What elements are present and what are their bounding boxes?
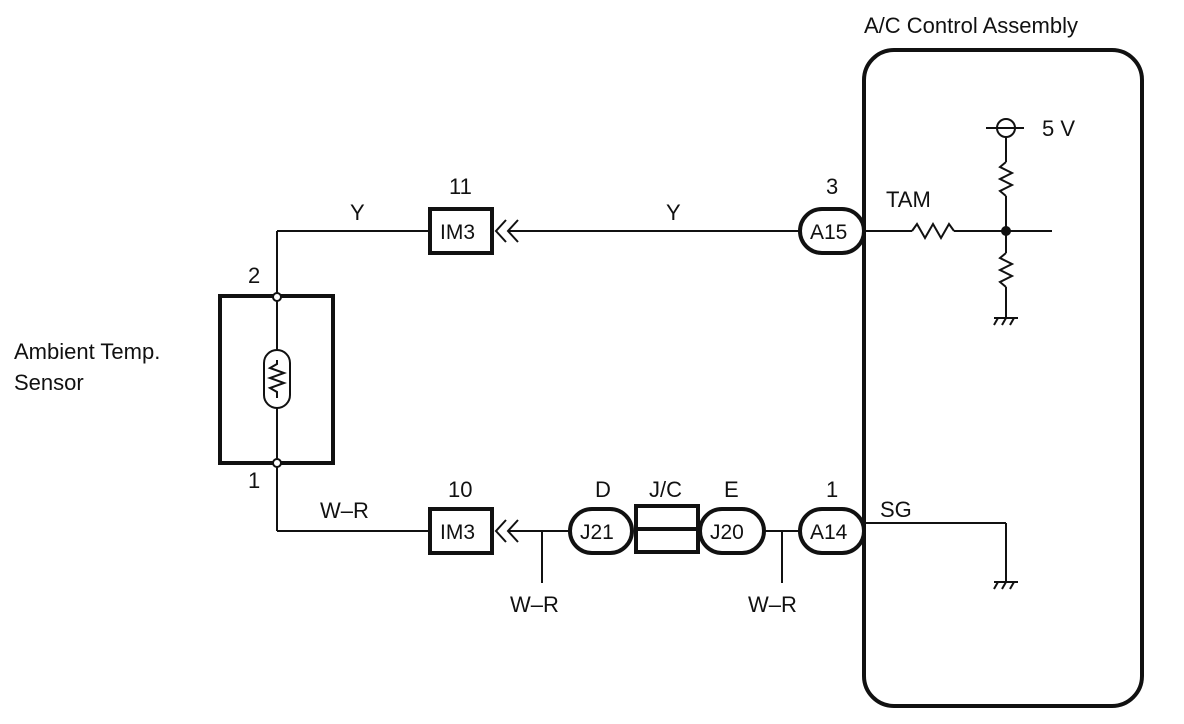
ground-icon [993,581,1018,590]
control-assembly-box [862,48,1144,708]
connector-a15-pin: 3 [826,174,838,199]
connector-im3-bottom-pin: 10 [448,477,472,502]
wire-label-top-left: Y [350,200,365,225]
connector-im3-bottom [428,507,494,555]
sensor-label-line2: Sensor [14,370,84,395]
connector-j21-code: J21 [580,521,614,544]
connector-a14 [798,507,866,555]
assembly-title: A/C Control Assembly [864,13,1078,38]
wire-label-bottom-left: W–R [320,498,369,523]
connector-j20-pin: E [724,477,739,502]
wire-label-branch-left: W–R [510,592,559,617]
connector-a15 [798,207,866,255]
terminal-sg-label: SG [880,497,912,522]
connector-j21-pin: D [595,477,611,502]
sensor-label-line1: Ambient Temp. [14,339,160,364]
power-supply-icon [986,118,1024,138]
connector-j21 [568,507,634,555]
connector-im3-top-code: IM3 [440,221,475,244]
resistor-icon [997,161,1015,197]
connector-a14-pin: 1 [826,477,838,502]
wire-label-branch-right: W–R [748,592,797,617]
resistor-icon [911,221,955,241]
sensor-pin-2-node [272,292,282,302]
connector-im3-top-pin: 11 [449,174,472,199]
sensor-pin-1-node [272,458,282,468]
resistor-icon [997,252,1015,288]
junction-connector-label: J/C [649,477,682,502]
wire-label-top-right: Y [666,200,681,225]
connector-im3-top [428,207,494,255]
sensor-pin-bottom: 1 [248,468,260,493]
connector-im3-bottom-code: IM3 [440,521,475,544]
sensor-pin-top: 2 [248,263,260,288]
supply-voltage-label: 5 V [1042,116,1075,141]
connector-j20-code: J20 [710,521,744,544]
thermistor-icon [263,349,291,409]
terminal-tam-label: TAM [886,187,931,212]
connector-a14-code: A14 [810,521,848,544]
ground-icon [993,317,1018,326]
connector-a15-code: A15 [810,221,847,244]
